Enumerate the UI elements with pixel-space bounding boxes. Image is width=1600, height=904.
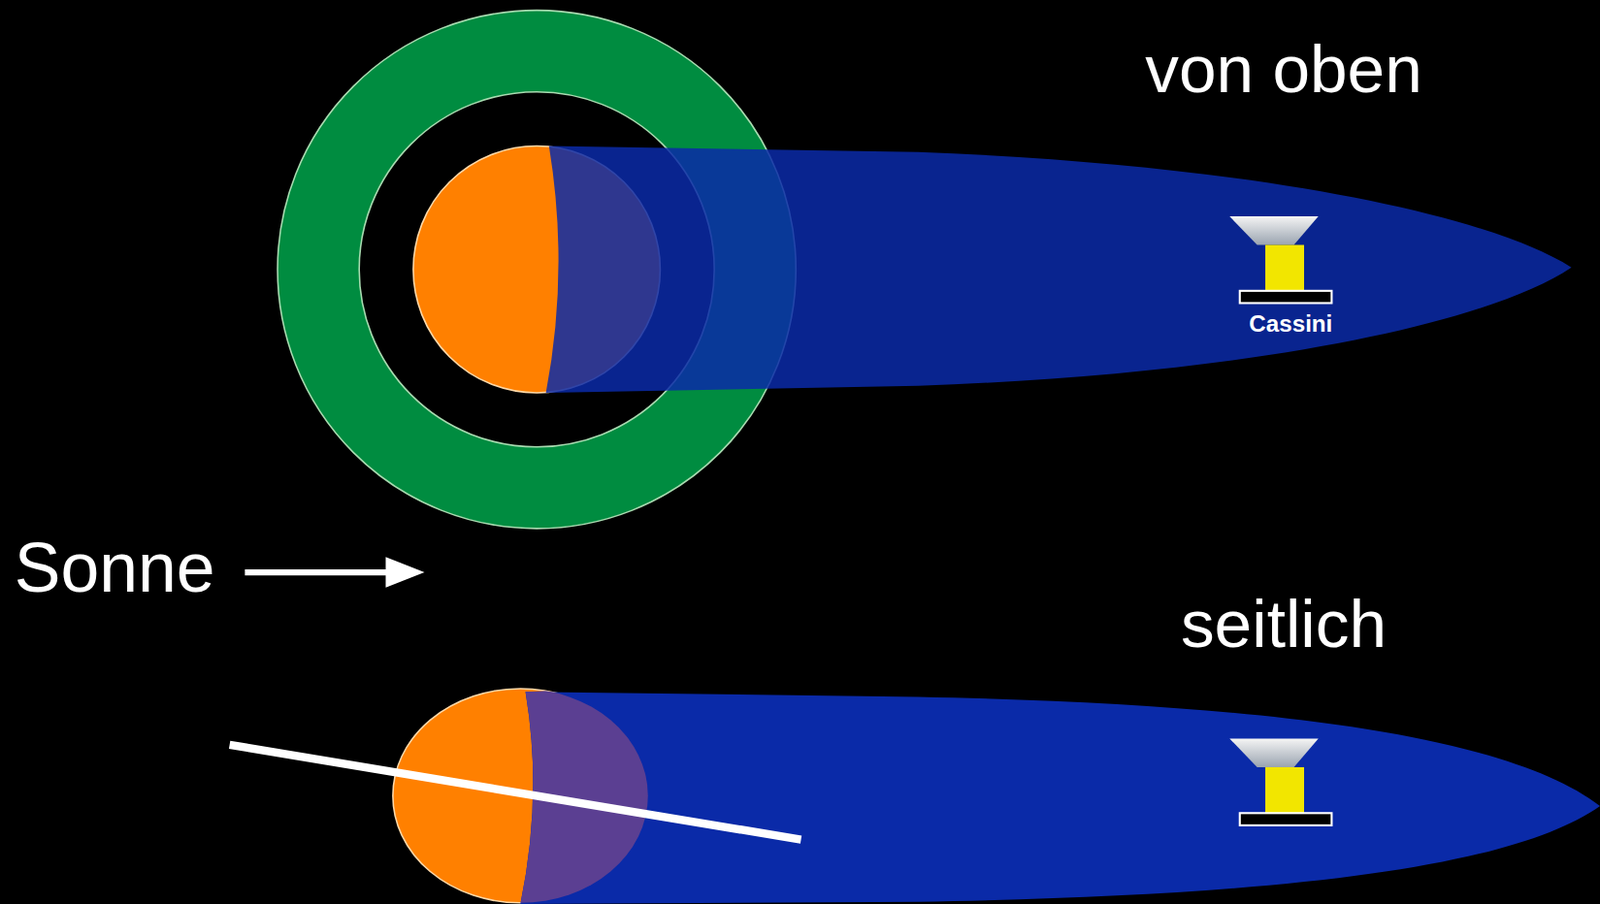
cassini-probe <box>1229 216 1332 303</box>
side-view <box>229 684 1600 904</box>
shadow <box>546 146 1572 394</box>
probe-name: Cassini <box>1248 312 1333 336</box>
ring-edge <box>229 745 802 841</box>
sun-arrow <box>244 556 425 588</box>
view-title: seitlich <box>1180 590 1387 658</box>
view-title: von oben <box>1144 35 1423 103</box>
sun-label: Sonne <box>14 533 216 604</box>
cassini-probe <box>1229 739 1332 826</box>
shadow <box>520 691 1600 904</box>
top-view <box>277 10 1572 529</box>
